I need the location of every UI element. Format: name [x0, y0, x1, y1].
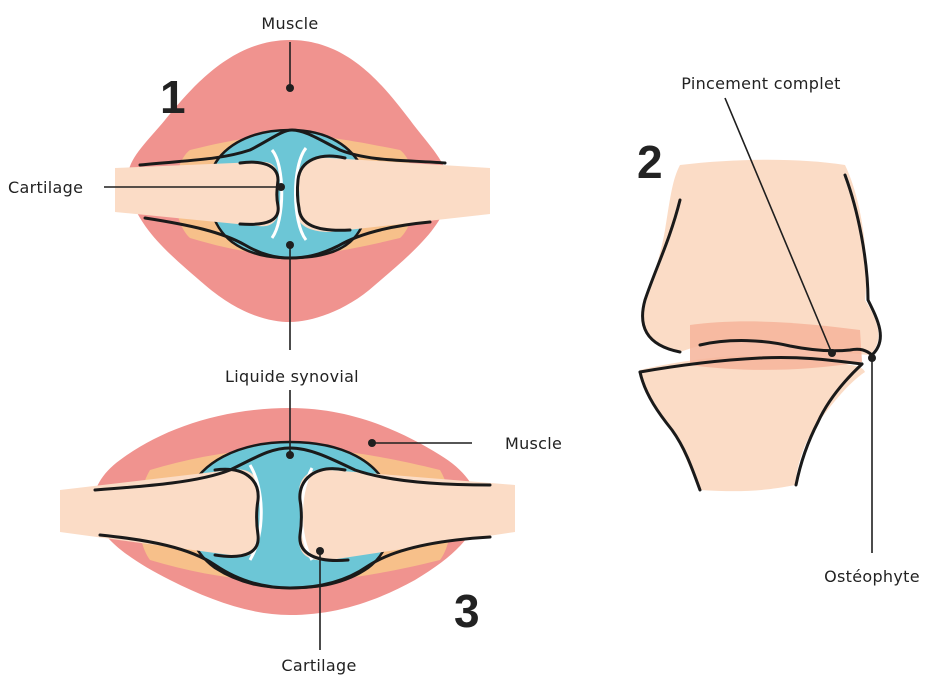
panel-3-synovial-dot: [286, 451, 294, 459]
panel-2-osteophyte-label: Ostéophyte: [824, 567, 920, 586]
panel-2-osteophyte-dot: [868, 354, 876, 362]
panel-2-number: 2: [637, 136, 663, 188]
panel-3-right-bone: [299, 470, 515, 561]
panel-1-right-bone: [297, 158, 490, 232]
panel-3-cartilage-label: Cartilage: [281, 656, 356, 675]
panel-1-cartilage-dot: [277, 183, 285, 191]
panel-3-muscle-dot: [368, 439, 376, 447]
panel-3-number: 3: [454, 585, 480, 637]
panel-1-cartilage-label: Cartilage: [8, 178, 83, 197]
panel-2-pinch-label: Pincement complet: [681, 74, 840, 93]
panel-3-arthritic-joint: [60, 408, 515, 615]
synovial-fluid-label: Liquide synovial: [225, 367, 359, 386]
panel-1-synovial-dot: [286, 241, 294, 249]
panel-2-lower-bone: [640, 356, 865, 491]
panel-2-pinched-joint: [640, 160, 880, 491]
panel-3-cartilage-dot: [316, 547, 324, 555]
panel-1-number: 1: [160, 71, 186, 123]
panel-2-pinch-dot: [828, 349, 836, 357]
panel-3-muscle-label: Muscle: [505, 434, 562, 453]
panel-1-muscle-dot: [286, 84, 294, 92]
panel-1-muscle-label: Muscle: [261, 14, 318, 33]
